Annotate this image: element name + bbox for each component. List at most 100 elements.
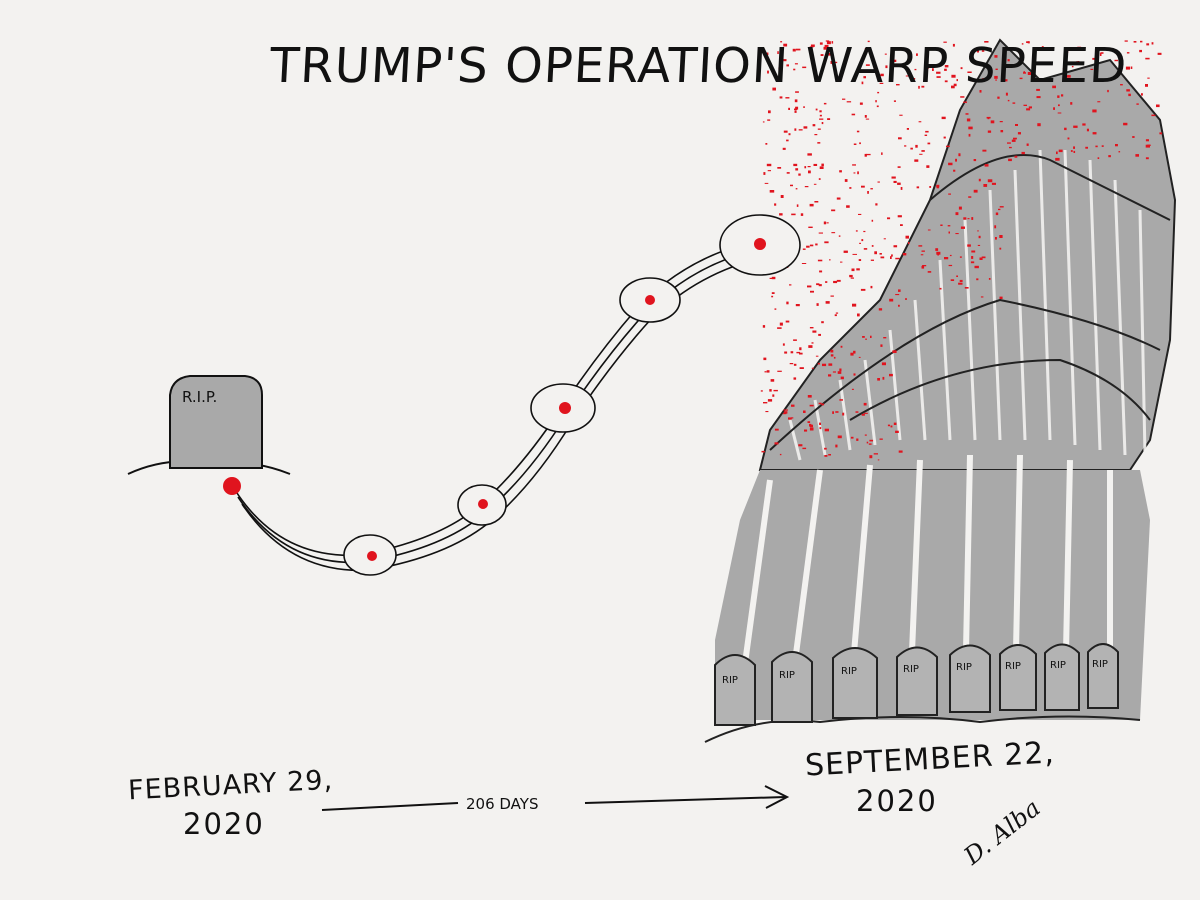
virus-speck — [966, 118, 971, 122]
virus-speck — [904, 145, 907, 147]
virus-speck — [808, 170, 811, 174]
virus-speck — [932, 68, 934, 71]
virus-speck — [977, 50, 979, 53]
virus-speck — [850, 352, 854, 356]
grave-label: RIP — [1005, 661, 1021, 672]
smoke-puffs — [343, 214, 801, 576]
warp-trajectory — [234, 239, 771, 572]
virus-speck — [850, 436, 854, 439]
virus-speck — [1118, 151, 1121, 153]
virus-speck — [821, 163, 824, 167]
virus-speck — [843, 250, 848, 253]
virus-speck — [943, 136, 946, 139]
virus-speck — [887, 424, 890, 427]
virus-speck — [1108, 155, 1111, 158]
virus-speck — [1005, 92, 1008, 96]
virus-speck — [772, 394, 775, 397]
virus-speck — [846, 205, 850, 208]
virus-speck — [864, 115, 867, 118]
virus-speck — [1007, 59, 1010, 62]
virus-speck — [809, 327, 814, 329]
virus-speck — [829, 259, 831, 261]
virus-speck — [927, 229, 931, 231]
start-date-line2: 2020 — [183, 807, 265, 841]
virus-speck — [824, 44, 829, 48]
virus-speck — [944, 80, 948, 83]
virus-speck — [893, 100, 896, 102]
virus-speck — [1156, 104, 1160, 108]
virus-speck — [887, 217, 891, 220]
page-title: TRUMP'S OPERATION WARP SPEED — [268, 38, 1129, 94]
virus-speck — [777, 51, 779, 54]
virus-speck — [1101, 145, 1104, 147]
virus-speck — [1058, 104, 1060, 107]
tombstone-label: R.I.P. — [182, 388, 218, 406]
virus-speck — [1115, 52, 1119, 55]
virus-speck — [949, 254, 952, 257]
virus-speck — [845, 54, 849, 56]
virus-speck — [897, 166, 901, 168]
virus-speck — [1092, 132, 1097, 135]
virus-speck — [808, 226, 813, 228]
virus-speck — [839, 368, 842, 372]
virus-speck — [796, 351, 801, 354]
virus-speck — [799, 367, 804, 369]
virus-speck — [794, 110, 797, 113]
virus-speck — [1053, 107, 1055, 110]
virus-speck — [767, 399, 773, 402]
virus-speck — [1009, 146, 1012, 149]
virus-speck — [816, 283, 820, 286]
virus-speck — [824, 428, 829, 432]
virus-speck — [1073, 125, 1078, 128]
virus-speck — [898, 289, 901, 292]
virus-speck — [828, 363, 833, 366]
virus-speck — [970, 261, 975, 264]
virus-speck — [767, 170, 771, 172]
grave-label: RIP — [903, 664, 919, 675]
virus-speck — [1146, 43, 1150, 46]
virus-speck — [768, 110, 771, 114]
virus-speck — [824, 455, 828, 457]
virus-speck — [819, 270, 823, 273]
virus-speck — [880, 256, 885, 259]
virus-speck — [771, 295, 774, 298]
virus-speck — [924, 67, 930, 69]
duration-label: 206 DAYS — [462, 795, 543, 813]
virus-speck — [960, 67, 963, 70]
virus-speck — [1141, 93, 1143, 96]
virus-speck — [960, 226, 965, 229]
virus-speck — [817, 259, 823, 262]
virus-speck — [905, 75, 909, 77]
virus-speck — [833, 280, 838, 284]
virus-speck — [831, 209, 836, 212]
virus-speck — [869, 455, 873, 459]
virus-speck — [898, 304, 900, 307]
virus-speck — [908, 242, 910, 245]
virus-speck — [779, 453, 782, 456]
virus-speck — [912, 78, 916, 80]
virus-speck — [905, 298, 907, 300]
virus-speck — [875, 68, 878, 71]
virus-speck — [1092, 109, 1097, 113]
virus-speck — [1145, 157, 1149, 160]
virus-speck — [783, 411, 788, 414]
virus-speck — [1145, 144, 1150, 148]
virus-speck — [800, 213, 804, 216]
virus-speck — [875, 203, 878, 206]
virus-speck — [893, 180, 897, 183]
virus-speck — [856, 268, 860, 271]
virus-speck — [1145, 84, 1148, 87]
virus-speck — [955, 233, 959, 235]
virus-speck — [865, 338, 867, 340]
virus-speck — [813, 183, 817, 185]
virus-speck — [999, 235, 1003, 238]
virus-speck — [973, 189, 978, 193]
virus-speck — [852, 164, 856, 166]
virus-speck — [882, 376, 885, 380]
virus-speck — [1036, 96, 1041, 99]
virus-speck — [896, 84, 900, 86]
virus-speck — [1133, 41, 1137, 43]
virus-speck — [779, 322, 783, 326]
virus-speck — [880, 344, 883, 347]
virus-speck — [991, 182, 996, 185]
